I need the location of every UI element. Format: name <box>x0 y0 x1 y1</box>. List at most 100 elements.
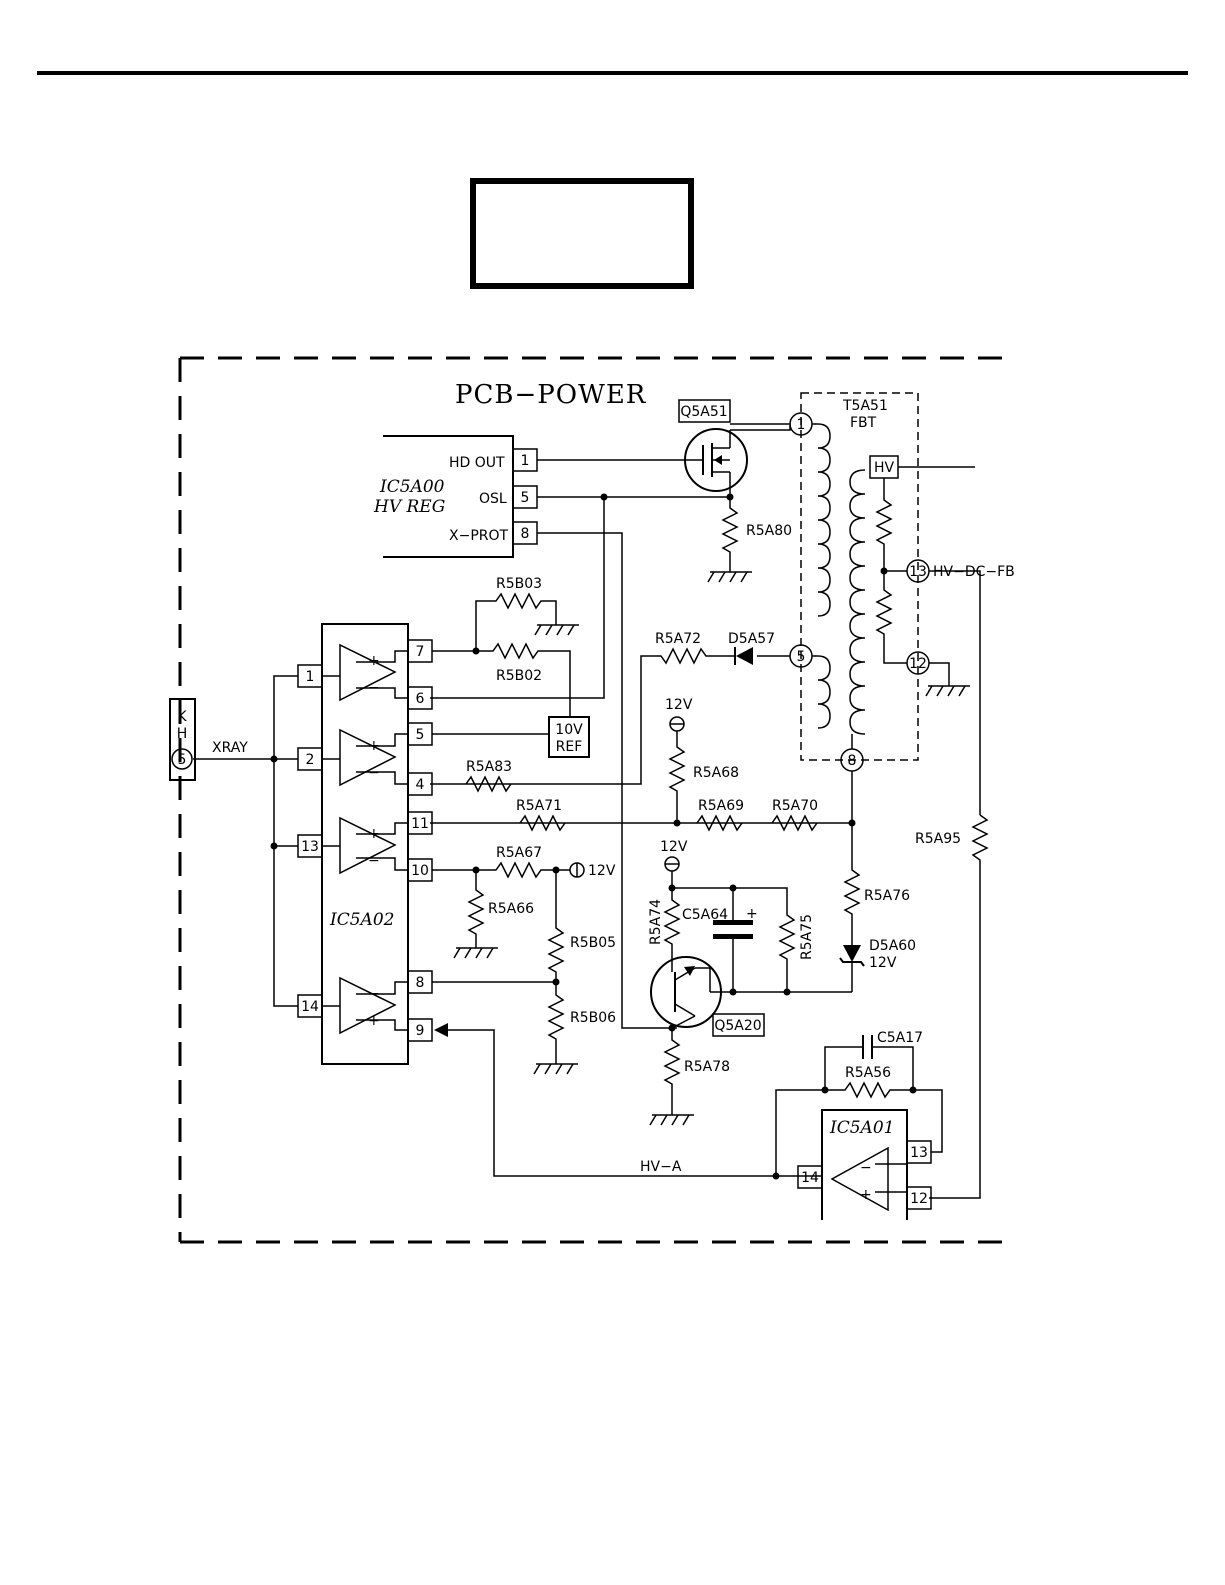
svg-text:R5A67: R5A67 <box>496 845 542 861</box>
svg-text:12V: 12V <box>869 955 897 971</box>
capacitor-c5a17: C5A17 <box>824 1030 923 1090</box>
resistor-r5a70: R5A70 <box>771 798 818 832</box>
svg-text:5: 5 <box>797 649 806 665</box>
resistor-r5a95: R5A95 <box>915 814 989 1199</box>
svg-text:T5A51: T5A51 <box>842 398 888 414</box>
svg-text:12V: 12V <box>665 697 693 713</box>
capacitor-c5a64: C5A64 + <box>682 888 758 992</box>
svg-text:13: 13 <box>910 1145 928 1161</box>
resistor-r5a78: R5A78 <box>649 1028 730 1126</box>
svg-text:−: − <box>368 765 380 781</box>
svg-text:FBT: FBT <box>850 415 877 431</box>
svg-text:R5A71: R5A71 <box>516 798 562 814</box>
connector-kh: K H 5 XRAY <box>169 698 248 781</box>
resistor-r5a72: R5A72 <box>430 631 735 785</box>
svg-text:R5B05: R5B05 <box>570 935 616 951</box>
resistor-r5a66: R5A66 <box>453 870 534 959</box>
svg-text:HV−DC−FB: HV−DC−FB <box>933 564 1015 580</box>
svg-text:IC5A00: IC5A00 <box>379 477 445 497</box>
resistor-r5a83: R5A83 <box>465 759 512 793</box>
svg-text:12: 12 <box>910 1191 928 1207</box>
svg-text:R5A74: R5A74 <box>648 899 664 945</box>
resistor-r5b02: R5B02 <box>476 642 571 717</box>
transistor-q5a20: Q5A20 <box>650 956 765 1037</box>
svg-text:D5A60: D5A60 <box>869 938 916 954</box>
svg-text:R5A75: R5A75 <box>799 914 815 960</box>
svg-text:+: + <box>860 1187 872 1203</box>
svg-text:R5A69: R5A69 <box>698 798 744 814</box>
svg-text:4: 4 <box>416 777 425 793</box>
svg-text:8: 8 <box>848 753 857 769</box>
svg-text:8: 8 <box>416 975 425 991</box>
svg-text:R5A80: R5A80 <box>746 523 792 539</box>
svg-text:12: 12 <box>909 656 927 672</box>
svg-text:R5A72: R5A72 <box>655 631 701 647</box>
svg-text:1: 1 <box>797 417 806 433</box>
header-box <box>470 178 694 289</box>
svg-text:HV REG: HV REG <box>373 497 445 517</box>
svg-text:+: + <box>368 1013 380 1029</box>
svg-text:HV: HV <box>874 460 895 476</box>
ic-hv-reg: IC5A00 HV REG HD OUT OSL X−PROT 1 5 8 <box>373 435 538 558</box>
svg-text:C5A64: C5A64 <box>682 907 728 923</box>
svg-text:REF: REF <box>556 739 583 755</box>
resistor-r5a76: R5A76 <box>843 823 910 945</box>
svg-text:6: 6 <box>416 691 425 707</box>
ic-hv-reg-pin5-label: OSL <box>479 491 507 507</box>
svg-text:10: 10 <box>411 863 429 879</box>
supply-12v-1: 12V R5A68 <box>665 697 739 823</box>
svg-text:5: 5 <box>416 727 425 743</box>
svg-text:R5A78: R5A78 <box>684 1059 730 1075</box>
svg-text:−: − <box>368 853 380 869</box>
resistor-r5a74: R5A74 <box>648 888 681 960</box>
svg-text:+: + <box>746 906 758 922</box>
resistor-r5a67: R5A67 <box>476 845 570 879</box>
ic-hv-reg-pin1-label: HD OUT <box>449 455 505 471</box>
resistor-r5a80: R5A80 <box>707 497 792 583</box>
svg-text:9: 9 <box>416 1023 425 1039</box>
resistor-r5a75: R5A75 <box>778 902 815 992</box>
ic-amp-ic5a01: IC5A01 − + 14 13 12 <box>797 1109 932 1220</box>
svg-text:R5A76: R5A76 <box>864 888 910 904</box>
svg-text:−: − <box>860 1160 872 1176</box>
svg-text:Q5A51: Q5A51 <box>680 404 727 420</box>
resistor-r5a69: R5A69 <box>696 798 744 832</box>
svg-text:R5A66: R5A66 <box>488 901 534 917</box>
resistor-r5b03: R5B03 <box>475 576 579 651</box>
svg-text:5: 5 <box>521 490 530 506</box>
resistor-r5a71: R5A71 <box>516 798 566 832</box>
svg-text:R5A68: R5A68 <box>693 765 739 781</box>
svg-text:IC5A01: IC5A01 <box>829 1118 894 1138</box>
pcb-boundary <box>178 356 1015 1244</box>
svg-text:2: 2 <box>306 752 315 768</box>
zener-d5a60: D5A60 12V <box>839 938 916 992</box>
svg-text:14: 14 <box>301 999 319 1015</box>
pcb-title: PCB−POWER <box>455 380 647 410</box>
svg-text:8: 8 <box>521 526 530 542</box>
svg-text:D5A57: D5A57 <box>728 631 775 647</box>
resistor-r5a56: R5A56 <box>825 1065 943 1153</box>
svg-text:10V: 10V <box>555 722 583 738</box>
svg-text:Q5A20: Q5A20 <box>714 1018 761 1034</box>
supply-12v-2: 12V <box>660 839 688 888</box>
svg-text:XRAY: XRAY <box>212 740 248 756</box>
ic-comparator-ic5a02: IC5A02 + − + − + − − + 1 2 13 14 <box>297 623 433 1065</box>
svg-text:12V: 12V <box>588 863 616 879</box>
svg-text:7: 7 <box>416 644 425 660</box>
svg-text:R5B06: R5B06 <box>570 1010 616 1026</box>
svg-text:+: + <box>368 653 380 669</box>
svg-text:1: 1 <box>306 669 315 685</box>
supply-12v-3: 12V <box>569 862 616 879</box>
net-hv-a: HV−A <box>640 1159 682 1175</box>
resistor-r5b06: R5B06 <box>533 982 616 1075</box>
resistor-r5b05: R5B05 <box>547 870 616 982</box>
svg-text:R5A83: R5A83 <box>466 759 512 775</box>
svg-text:14: 14 <box>801 1170 819 1186</box>
svg-text:13: 13 <box>301 839 319 855</box>
svg-text:R5B02: R5B02 <box>496 668 542 684</box>
reference-10v: 10V REF <box>548 716 590 758</box>
svg-text:R5A95: R5A95 <box>915 831 961 847</box>
svg-text:13: 13 <box>909 564 927 580</box>
svg-text:K: K <box>177 709 187 725</box>
